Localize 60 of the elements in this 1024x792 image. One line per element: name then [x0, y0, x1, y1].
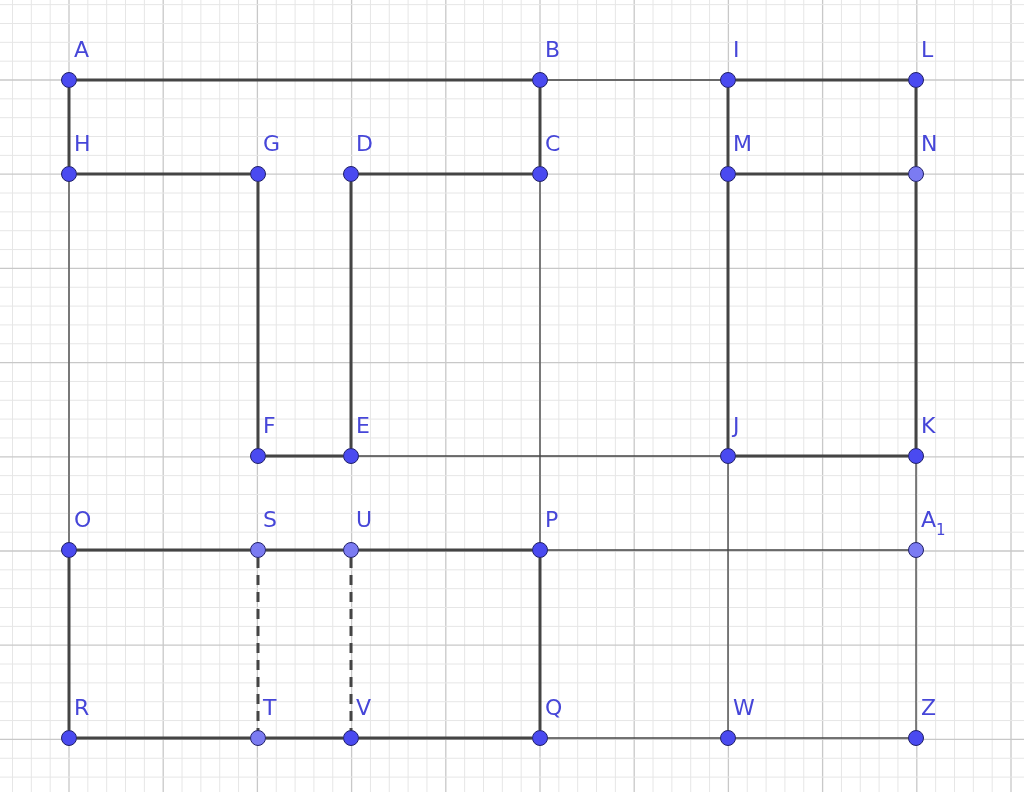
line-segment — [736, 172, 908, 176]
line-segment — [77, 172, 250, 176]
line-segment — [726, 182, 730, 448]
line-segment — [539, 181, 541, 543]
point-label: V — [356, 695, 372, 721]
point-label: C — [545, 131, 561, 157]
point-label: N — [921, 131, 938, 157]
line-segment — [547, 549, 909, 551]
line-segment — [736, 78, 908, 82]
point-label: B — [545, 37, 561, 63]
line-segment — [77, 78, 532, 82]
line-segment — [266, 736, 343, 740]
point-label: J — [733, 413, 740, 439]
line-segment — [359, 736, 532, 740]
point-label: A — [74, 37, 90, 63]
line-segment — [915, 463, 917, 543]
line-segment — [77, 548, 250, 552]
line-segment — [266, 548, 343, 552]
line-segment — [68, 181, 70, 543]
line-segment — [547, 79, 721, 81]
line-segment — [67, 88, 71, 166]
line-segment — [915, 557, 917, 731]
point-label: Z — [921, 695, 937, 721]
line-segment — [359, 172, 532, 176]
line-segment — [538, 88, 542, 166]
line-segment — [735, 737, 909, 739]
line-segment — [358, 455, 721, 457]
line-segment — [538, 558, 542, 730]
point-label: L — [921, 37, 934, 63]
dashed-segment — [256, 558, 260, 730]
line-segment — [914, 182, 918, 448]
point-label: E — [356, 413, 370, 439]
line-segment — [727, 463, 729, 731]
line-segment — [547, 737, 721, 739]
line-segment — [67, 558, 71, 730]
point-label: F — [263, 413, 276, 439]
line-segment — [736, 454, 908, 458]
line-segment — [359, 548, 532, 552]
point-label: H — [74, 131, 91, 157]
line-segment — [256, 182, 260, 448]
point-label: S — [263, 507, 277, 533]
point-label: O — [74, 507, 92, 533]
point-label: M — [733, 131, 752, 157]
line-segment — [914, 88, 918, 166]
point-label: U — [356, 507, 373, 533]
point-label: W — [733, 695, 755, 721]
point-label: G — [263, 131, 281, 157]
point-label: A$_{1}$ — [921, 507, 946, 541]
point-label: I — [733, 37, 740, 63]
point-label: T — [263, 695, 277, 721]
point-label: R — [74, 695, 90, 721]
line-segment — [266, 454, 343, 458]
point-label: K — [921, 413, 936, 439]
line-segment — [726, 88, 730, 166]
line-segment — [77, 736, 250, 740]
point-label: P — [545, 507, 559, 533]
dashed-segment — [349, 558, 353, 730]
point-label: D — [356, 131, 373, 157]
line-segment — [349, 182, 353, 448]
point-label: Q — [545, 695, 563, 721]
